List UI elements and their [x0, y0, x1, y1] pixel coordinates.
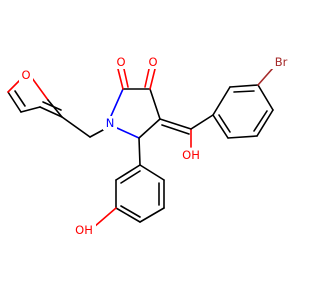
bond-bp-inner-2 — [253, 110, 268, 132]
ketone-oxygen-2-label: O — [148, 55, 157, 69]
bond-bp-5-6 — [227, 135, 258, 139]
bond-furan-o-c2 — [31, 77, 49, 101]
bond-furan-c4-c5-double — [14, 90, 26, 107]
ketone-oxygen-2-atom: O — [146, 55, 160, 69]
furan-oxygen-label: O — [21, 68, 30, 82]
bond-hp-inner-2 — [120, 205, 141, 218]
bond-layer — [7, 67, 274, 228]
bond-c5-n — [116, 127, 140, 139]
bond-bp-3-4 — [257, 84, 274, 111]
bond-bp-4-5 — [256, 109, 274, 137]
bond-c3-o-double-a — [149, 68, 156, 90]
bond-c5-aryl — [138, 137, 141, 166]
bond-ch2-n — [89, 129, 104, 138]
bond-hp-1-2 — [115, 164, 141, 181]
bond-bp-1-2 — [212, 86, 231, 116]
bond-n-c2 — [110, 88, 124, 117]
enol-hydroxyl-label: OH — [182, 148, 200, 162]
bond-hp-6-1 — [139, 164, 165, 181]
atom-label-layer: Br O O O N OH OH — [19, 55, 290, 237]
ketone-oxygen-1-atom: O — [114, 55, 128, 69]
molecule-structure-diagram: Br O O O N OH OH — [7, 55, 290, 237]
bromine-atom: Br — [268, 55, 290, 69]
bond-furan-c5-o — [7, 79, 21, 93]
bond-bp-6-1 — [212, 114, 229, 139]
bond-c3-o-double-b — [144, 68, 150, 88]
bond-hp-oh — [93, 207, 117, 228]
ketone-oxygen-1-label: O — [116, 55, 125, 69]
bond-c-br — [257, 67, 274, 86]
phenol-hydroxyl-label: OH — [75, 223, 93, 237]
nitrogen-atom: N — [103, 116, 117, 130]
bromine-label: Br — [275, 55, 288, 69]
enol-hydroxyl-group: OH — [179, 148, 203, 162]
bond-hp-4-5 — [139, 207, 165, 223]
bond-c2-o-double-a — [117, 68, 124, 90]
furan-oxygen-atom: O — [19, 68, 33, 82]
bond-bp-2-3 — [229, 84, 259, 88]
bond-exo-aryl — [190, 114, 214, 130]
bond-furan-c4-c5 — [7, 91, 22, 113]
nitrogen-label: N — [106, 116, 115, 130]
bond-hp-3-4 — [115, 207, 141, 223]
bond-furan-c2-c3 — [39, 106, 63, 118]
bond-c4-exo-double — [161, 124, 190, 135]
bond-c3-c4 — [149, 88, 161, 120]
bond-ch2-c2 — [61, 116, 91, 138]
bond-c4-c5 — [138, 118, 161, 139]
bond-c2-o-double-b — [123, 68, 129, 88]
bond-c4-exo — [159, 118, 192, 130]
bond-bp-inner-1 — [233, 90, 255, 93]
bond-bp-inner-3 — [218, 114, 231, 133]
bond-furan-c3-c4 — [20, 106, 41, 113]
bond-hp-inner-1 — [120, 170, 141, 184]
bond-furan-c2-link — [47, 99, 63, 118]
phenol-hydroxyl-group: OH — [72, 223, 96, 237]
